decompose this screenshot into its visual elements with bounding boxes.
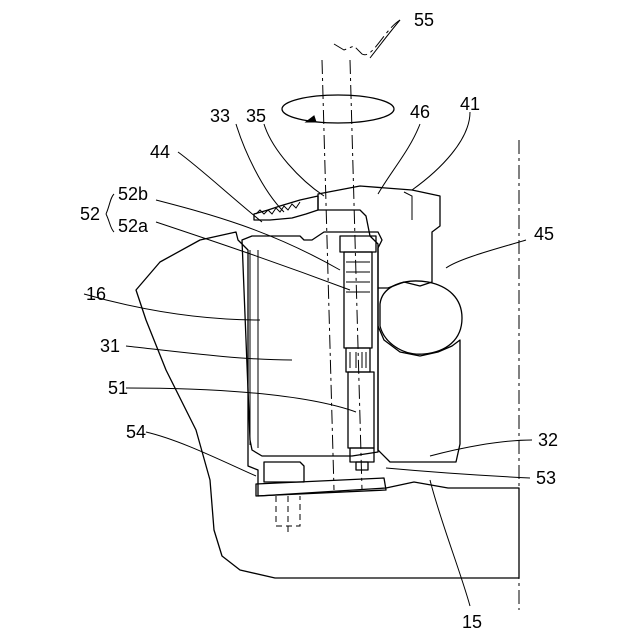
- label-55: 55: [414, 10, 434, 30]
- rotation-arrow: [282, 95, 394, 123]
- label-31: 31: [100, 336, 120, 356]
- label-46: 46: [410, 102, 430, 122]
- insert-31: [242, 232, 382, 456]
- label-15: 15: [462, 612, 482, 632]
- label-52b: 52b: [118, 184, 148, 204]
- label-52: 52: [80, 204, 100, 224]
- label-32: 32: [538, 430, 558, 450]
- clamp-41: [318, 186, 440, 288]
- label-52a: 52a: [118, 216, 149, 236]
- label-54: 54: [126, 422, 146, 442]
- shim-53: [256, 478, 386, 496]
- label-53: 53: [536, 468, 556, 488]
- reference-numerals: 55 33 35 46 41 44 52 52b 52a 45 16 31 51…: [80, 10, 558, 632]
- label-45: 45: [534, 224, 554, 244]
- label-41: 41: [460, 94, 480, 114]
- label-35: 35: [246, 106, 266, 126]
- spacer-54: [264, 462, 304, 482]
- hidden-hole: [276, 496, 300, 532]
- holder-32: [378, 288, 460, 462]
- serrated-tip-44: [254, 196, 318, 220]
- ball-45: [380, 281, 462, 354]
- label-16: 16: [86, 284, 106, 304]
- label-44: 44: [150, 142, 170, 162]
- label-51: 51: [108, 378, 128, 398]
- label-33: 33: [210, 106, 230, 126]
- base-body-15: [136, 232, 519, 578]
- axis-55: [322, 20, 400, 490]
